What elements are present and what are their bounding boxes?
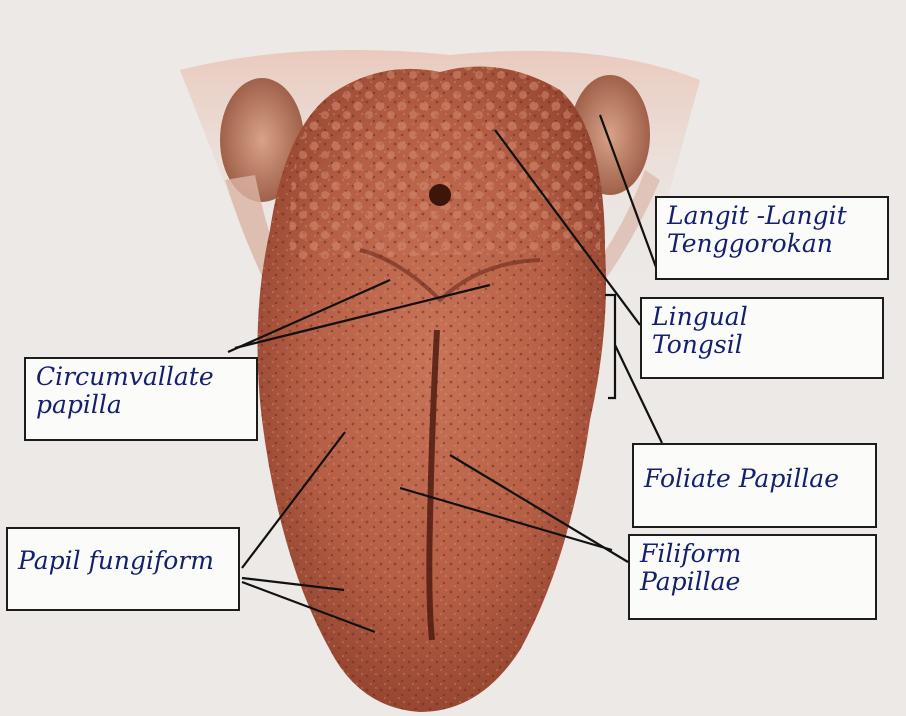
label-foliate-text: Foliate Papillae bbox=[644, 465, 865, 493]
label-langit-langit: Langit -Langit Tenggorokan bbox=[655, 196, 889, 280]
label-papil-text: Papil fungiform bbox=[18, 547, 228, 575]
label-lingual-line2: Tongsil bbox=[652, 331, 872, 359]
label-langit-line1: Langit -Langit bbox=[667, 202, 877, 230]
label-foliate: Foliate Papillae bbox=[632, 443, 877, 528]
label-filiform-line1: Filiform bbox=[640, 540, 865, 568]
label-circum-line2: papilla bbox=[36, 391, 246, 419]
label-lingual-tonsil: Lingual Tongsil bbox=[640, 297, 884, 379]
label-langit-line2: Tenggorokan bbox=[667, 230, 877, 258]
label-filiform-line2: Papillae bbox=[640, 568, 865, 596]
label-circumvallate: Circumvallate papilla bbox=[24, 357, 258, 441]
label-filiform: Filiform Papillae bbox=[628, 534, 877, 620]
tongue-root-bumps bbox=[290, 66, 601, 260]
label-circum-line1: Circumvallate bbox=[36, 363, 246, 391]
label-papil-fungiform: Papil fungiform bbox=[6, 527, 240, 611]
leader-foliate-bracket bbox=[605, 295, 615, 398]
label-lingual-line1: Lingual bbox=[652, 303, 872, 331]
foramen-cecum bbox=[429, 184, 451, 206]
